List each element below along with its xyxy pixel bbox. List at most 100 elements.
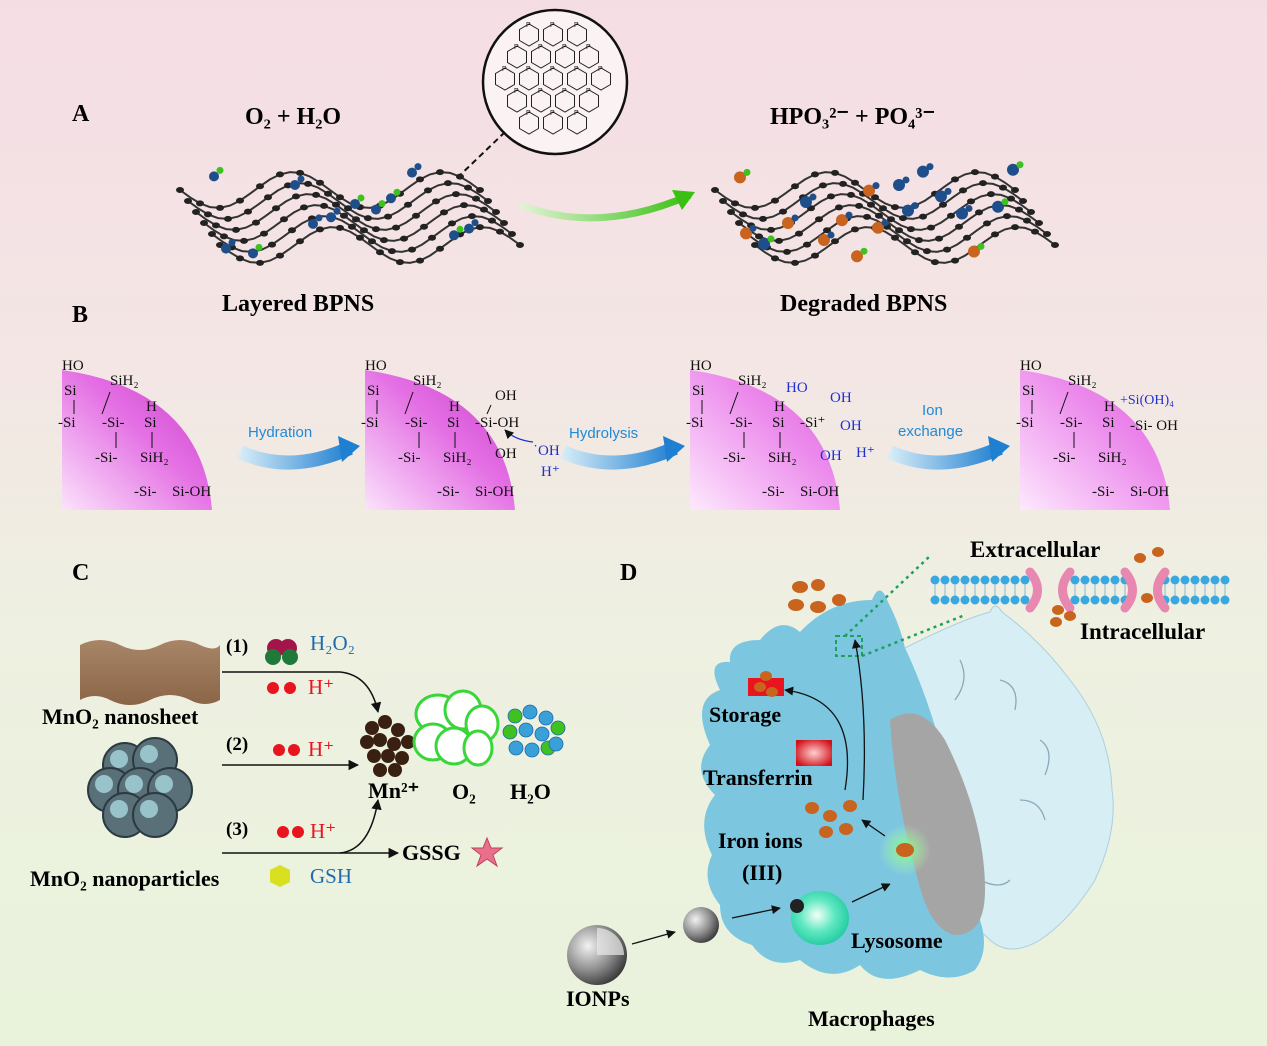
phosphorus-atom [444, 180, 452, 187]
lipid-head [970, 595, 980, 605]
mn-ion [387, 737, 401, 751]
chem-label: -Si- [723, 450, 746, 466]
water-atom [518, 722, 534, 738]
lipid-head [940, 575, 950, 585]
phosphorus-atom [492, 209, 500, 215]
lipid-head [1180, 595, 1190, 605]
chem-label: -Si- [398, 450, 421, 466]
proton-dot [288, 744, 300, 756]
phosphorus-atom [771, 255, 779, 262]
phosphorus-atom [204, 211, 212, 218]
lattice-atom-label: P [562, 88, 567, 95]
nanoparticle-highlight [140, 745, 158, 763]
water-atom [414, 163, 422, 171]
phosphorus-atom [420, 223, 428, 230]
lipid-head [1020, 575, 1030, 585]
oxygen-atom [860, 247, 868, 255]
lattice-hexagon [555, 45, 575, 69]
lipid-head [1220, 595, 1230, 605]
lysosome-to-vesicle-arrow [851, 883, 891, 903]
oxygen-atom [977, 242, 985, 250]
lattice-atom-label: P [526, 110, 531, 117]
chem-label: SiH₂ [140, 450, 169, 466]
lipid-head [930, 575, 940, 585]
chem-label: -Si- [102, 415, 125, 431]
phosphorus-atom [360, 227, 368, 234]
phosphorus-atom [352, 216, 360, 223]
phosphorus-atom [440, 209, 448, 216]
phosphorus-atom [388, 248, 396, 255]
proton-dot [277, 826, 289, 838]
chem-label: Si-OH [172, 484, 211, 500]
lattice-hexagon [531, 45, 551, 69]
phosphorus-atom [416, 176, 424, 183]
lipid-head [1190, 595, 1200, 605]
bpns-layer [203, 204, 505, 242]
mno2-nanoparticle-cluster [87, 737, 193, 838]
mn-ion [360, 735, 374, 749]
mn2-ion-cluster [360, 715, 415, 777]
phosphorus-atom [252, 219, 260, 226]
water-atom [228, 239, 236, 247]
lattice-hexagon [507, 89, 527, 113]
chem-label: HO [690, 358, 712, 374]
silica-surface [62, 370, 212, 510]
bpns-layer [746, 215, 1048, 253]
phosphorus-atom [1043, 231, 1051, 237]
phosphorus-atom [496, 228, 504, 235]
phosphorus-atom [1027, 209, 1035, 215]
iron-ion [1064, 611, 1076, 621]
ion-exchange-arrowhead [988, 436, 1010, 462]
proton-dot [267, 682, 279, 694]
mn-ion [378, 715, 392, 729]
storage-label: Storage [709, 702, 781, 727]
phosphorus-atom [851, 226, 859, 233]
chem-label: Si [772, 415, 785, 431]
panel-a-reactants: O₂ + H₂O [245, 104, 341, 130]
lipid-head [1220, 575, 1230, 585]
lipid-head [1090, 575, 1100, 585]
lysosome-label: Lysosome [851, 928, 943, 953]
oxygen-atom [1016, 161, 1024, 169]
phosphorus-atom [731, 200, 739, 207]
phosphorus-atom [452, 191, 460, 198]
lattice-hexagon [519, 23, 539, 47]
phosphorus-atom [404, 201, 412, 208]
lattice-atom-label: P [550, 110, 555, 117]
oxygen-molecule [290, 179, 300, 190]
oxygen-atom [743, 168, 751, 176]
oxygen-atom [944, 187, 952, 195]
lipid-head [1200, 575, 1210, 585]
oxygen-atom [911, 202, 919, 210]
oxygen-molecule [248, 248, 258, 259]
phosphorus-atom [983, 220, 991, 227]
water-atom [508, 740, 524, 756]
bpns-layer [738, 204, 1040, 242]
phosphate-atom [758, 237, 770, 250]
phosphorus-atom [827, 193, 835, 200]
phosphorus-atom [284, 182, 292, 189]
phosphorus-atom [927, 224, 935, 231]
phosphorus-atom [276, 252, 284, 259]
phosphorus-atom [236, 255, 244, 262]
water-atom [471, 219, 479, 227]
phosphorus-atom [771, 197, 779, 204]
vesicle-release-arrow [861, 819, 886, 837]
chem-label: -Si [361, 415, 379, 431]
phosphorus-atom [336, 194, 344, 201]
chem-label: H [774, 399, 785, 415]
phosphorus-atom [1023, 217, 1031, 224]
phosphate-atom [734, 171, 746, 184]
lattice-atom-label: P [562, 44, 567, 51]
lipid-head [1110, 575, 1120, 585]
phosphorus-atom [208, 231, 216, 237]
lipid-head [1080, 595, 1090, 605]
mn-ion [401, 735, 415, 749]
o2-bubbles [412, 689, 500, 767]
lattice-hexagon [567, 111, 587, 135]
mn-ion [381, 749, 395, 763]
phosphorus-atom [316, 226, 324, 233]
phosphate-atom [872, 221, 884, 234]
phosphorus-atom [1011, 224, 1019, 231]
phosphorus-atom [344, 205, 352, 212]
